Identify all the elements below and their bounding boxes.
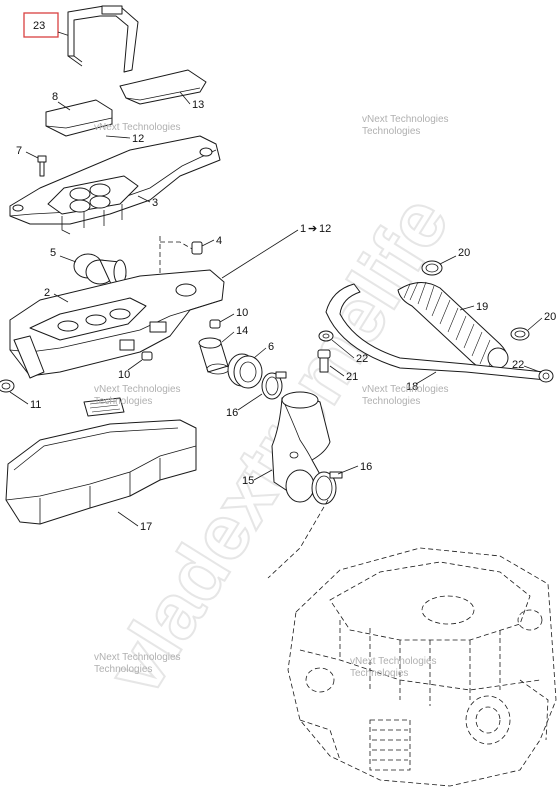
part-7-bolt — [37, 155, 47, 177]
svg-text:vNext Technologies: vNext Technologies — [94, 122, 181, 133]
callout-20b[interactable]: 20 — [544, 311, 556, 323]
callout-1: 1 — [300, 223, 306, 235]
callout-18[interactable]: 18 — [406, 381, 418, 393]
vendor-watermark-5: vNext Technologies Technologies — [94, 652, 181, 675]
callout-4[interactable]: 4 — [216, 235, 222, 247]
part-22b-clip — [538, 369, 554, 383]
part-23-strap — [67, 5, 139, 73]
callout-1-target: 12 — [319, 223, 331, 235]
callout-21[interactable]: 21 — [346, 371, 358, 383]
svg-text:Technologies: Technologies — [94, 396, 152, 407]
vendor-watermark-3: vNext Technologies Technologies — [94, 384, 181, 407]
callout-2[interactable]: 2 — [44, 287, 50, 299]
callout-6[interactable]: 6 — [268, 341, 274, 353]
callout-1-group[interactable]: 1 ➔ 12 — [300, 223, 331, 235]
part-16b-clamp — [311, 471, 343, 505]
part-19-corrugated-hose — [397, 281, 509, 371]
callout-3[interactable]: 3 — [152, 197, 158, 209]
callout-10a[interactable]: 10 — [236, 307, 248, 319]
part-10a-grommet — [209, 319, 221, 329]
vendor-watermark-2: vNext Technologies Technologies — [362, 114, 449, 137]
svg-text:vNext Technologies: vNext Technologies — [362, 114, 449, 125]
svg-text:Technologies: Technologies — [350, 668, 408, 679]
callout-8[interactable]: 8 — [52, 91, 58, 103]
callout-22a[interactable]: 22 — [356, 353, 368, 365]
callout-7[interactable]: 7 — [16, 145, 22, 157]
callout-12a[interactable]: 12 — [132, 133, 144, 145]
svg-text:Technologies: Technologies — [362, 396, 420, 407]
callout-14[interactable]: 14 — [236, 325, 248, 337]
part-15-elbow — [271, 391, 331, 503]
part-10b-grommet — [141, 351, 153, 361]
part-8-pad — [45, 99, 113, 137]
part-20a-clip — [421, 260, 443, 276]
callout-16a[interactable]: 16 — [226, 407, 238, 419]
label-tag — [83, 397, 125, 417]
callout-22b[interactable]: 22 — [512, 359, 524, 371]
vendor-watermark-4: vNext Technologies Technologies — [362, 384, 449, 407]
part-4-plug — [191, 241, 203, 255]
part-3-airbox-lid — [9, 135, 221, 235]
guide-line-engine — [267, 499, 329, 579]
part-11-plug — [0, 379, 15, 393]
callout-20a[interactable]: 20 — [458, 247, 470, 259]
vendor-watermark-1: vNext Technologies — [94, 122, 181, 133]
svg-text:vNext Technologies: vNext Technologies — [94, 384, 181, 395]
svg-text:Technologies: Technologies — [94, 664, 152, 675]
part-18-breather-hose — [325, 283, 547, 381]
callout-23[interactable]: 23 — [33, 20, 45, 32]
callout-15[interactable]: 15 — [242, 475, 254, 487]
svg-text:vNext Technologies: vNext Technologies — [362, 384, 449, 395]
callout-11[interactable]: 11 — [30, 399, 41, 411]
callout-5[interactable]: 5 — [50, 247, 56, 259]
part-5-trumpet — [73, 253, 127, 287]
callout-10b[interactable]: 10 — [118, 369, 130, 381]
svg-text:vNext Technologies: vNext Technologies — [350, 656, 437, 667]
callout-1-arrow: ➔ — [308, 223, 317, 235]
part-16a-clamp — [261, 371, 287, 400]
engine-assembly — [287, 547, 557, 787]
part-17-filter-cover — [5, 419, 197, 525]
svg-text:Technologies: Technologies — [362, 126, 420, 137]
callout-16b[interactable]: 16 — [360, 461, 372, 473]
callout-17[interactable]: 17 — [140, 521, 152, 533]
part-22a-clip — [318, 330, 334, 342]
part-20b-clip — [510, 327, 530, 341]
callout-23-box[interactable] — [23, 12, 59, 38]
vendor-watermark-6: vNext Technologies Technologies — [350, 656, 437, 679]
svg-text:vNext Technologies: vNext Technologies — [94, 652, 181, 663]
part-6-coupler — [227, 353, 263, 389]
part-21-fitting — [317, 349, 331, 373]
guide-line-4 — [160, 241, 195, 251]
callout-19[interactable]: 19 — [476, 301, 488, 313]
part-14-sleeve — [198, 337, 230, 375]
callout-13[interactable]: 13 — [192, 99, 204, 111]
part-2-airbox-base — [9, 269, 225, 379]
